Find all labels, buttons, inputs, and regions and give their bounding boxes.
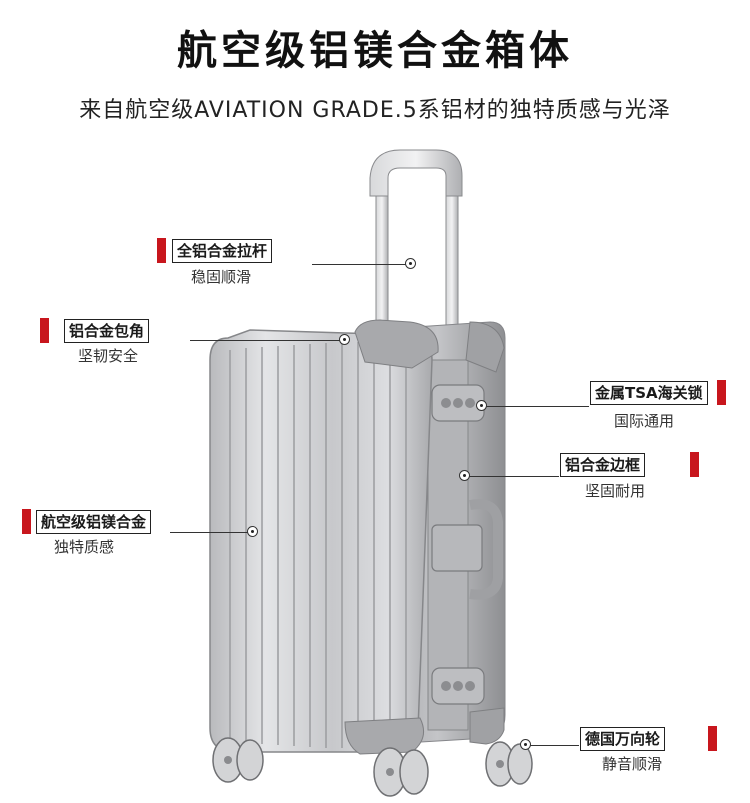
- callout-sublabel: 坚固耐用: [585, 482, 646, 500]
- callout-label: 铝合金包角: [64, 319, 150, 343]
- leader-line: [484, 406, 589, 407]
- pointer-dot: [459, 470, 470, 481]
- pointer-dot: [520, 739, 531, 750]
- leader-line: [468, 476, 559, 477]
- callout-sublabel: 独特质感: [54, 538, 115, 556]
- callout-sublabel: 国际通用: [614, 412, 675, 430]
- callout-sublabel: 静音顺滑: [602, 755, 663, 773]
- callout-sublabel: 坚韧安全: [78, 347, 139, 365]
- leader-line: [312, 264, 410, 265]
- pointer-dot: [405, 258, 416, 269]
- tsa-lock-bottom: [431, 667, 485, 705]
- page-subtitle: 来自航空级AVIATION GRADE.5系铝材的独特质感与光泽: [79, 98, 671, 123]
- callout-sublabel: 稳固顺滑: [191, 268, 252, 286]
- callout-label: 德国万向轮: [580, 727, 666, 751]
- leader-line: [528, 745, 579, 746]
- accent-bar: [708, 726, 717, 751]
- accent-bar: [717, 380, 726, 405]
- page-title: 航空级铝镁合金箱体: [177, 28, 573, 74]
- callout-label: 铝合金边框: [560, 453, 646, 477]
- pointer-dot: [476, 400, 487, 411]
- callout-label: 航空级铝镁合金: [36, 510, 152, 534]
- pointer-dot: [339, 334, 350, 345]
- accent-bar: [690, 452, 699, 477]
- accent-bar: [157, 238, 166, 263]
- tsa-lock-top: [431, 384, 485, 422]
- callout-label: 金属TSA海关锁: [590, 381, 708, 405]
- leader-line: [170, 532, 249, 533]
- side-handle: [431, 499, 503, 600]
- leader-line: [190, 340, 340, 341]
- accent-bar: [22, 509, 31, 534]
- callout-label: 全铝合金拉杆: [172, 239, 273, 263]
- pointer-dot: [247, 526, 258, 537]
- accent-bar: [40, 318, 49, 343]
- trolley-handle: [369, 149, 463, 327]
